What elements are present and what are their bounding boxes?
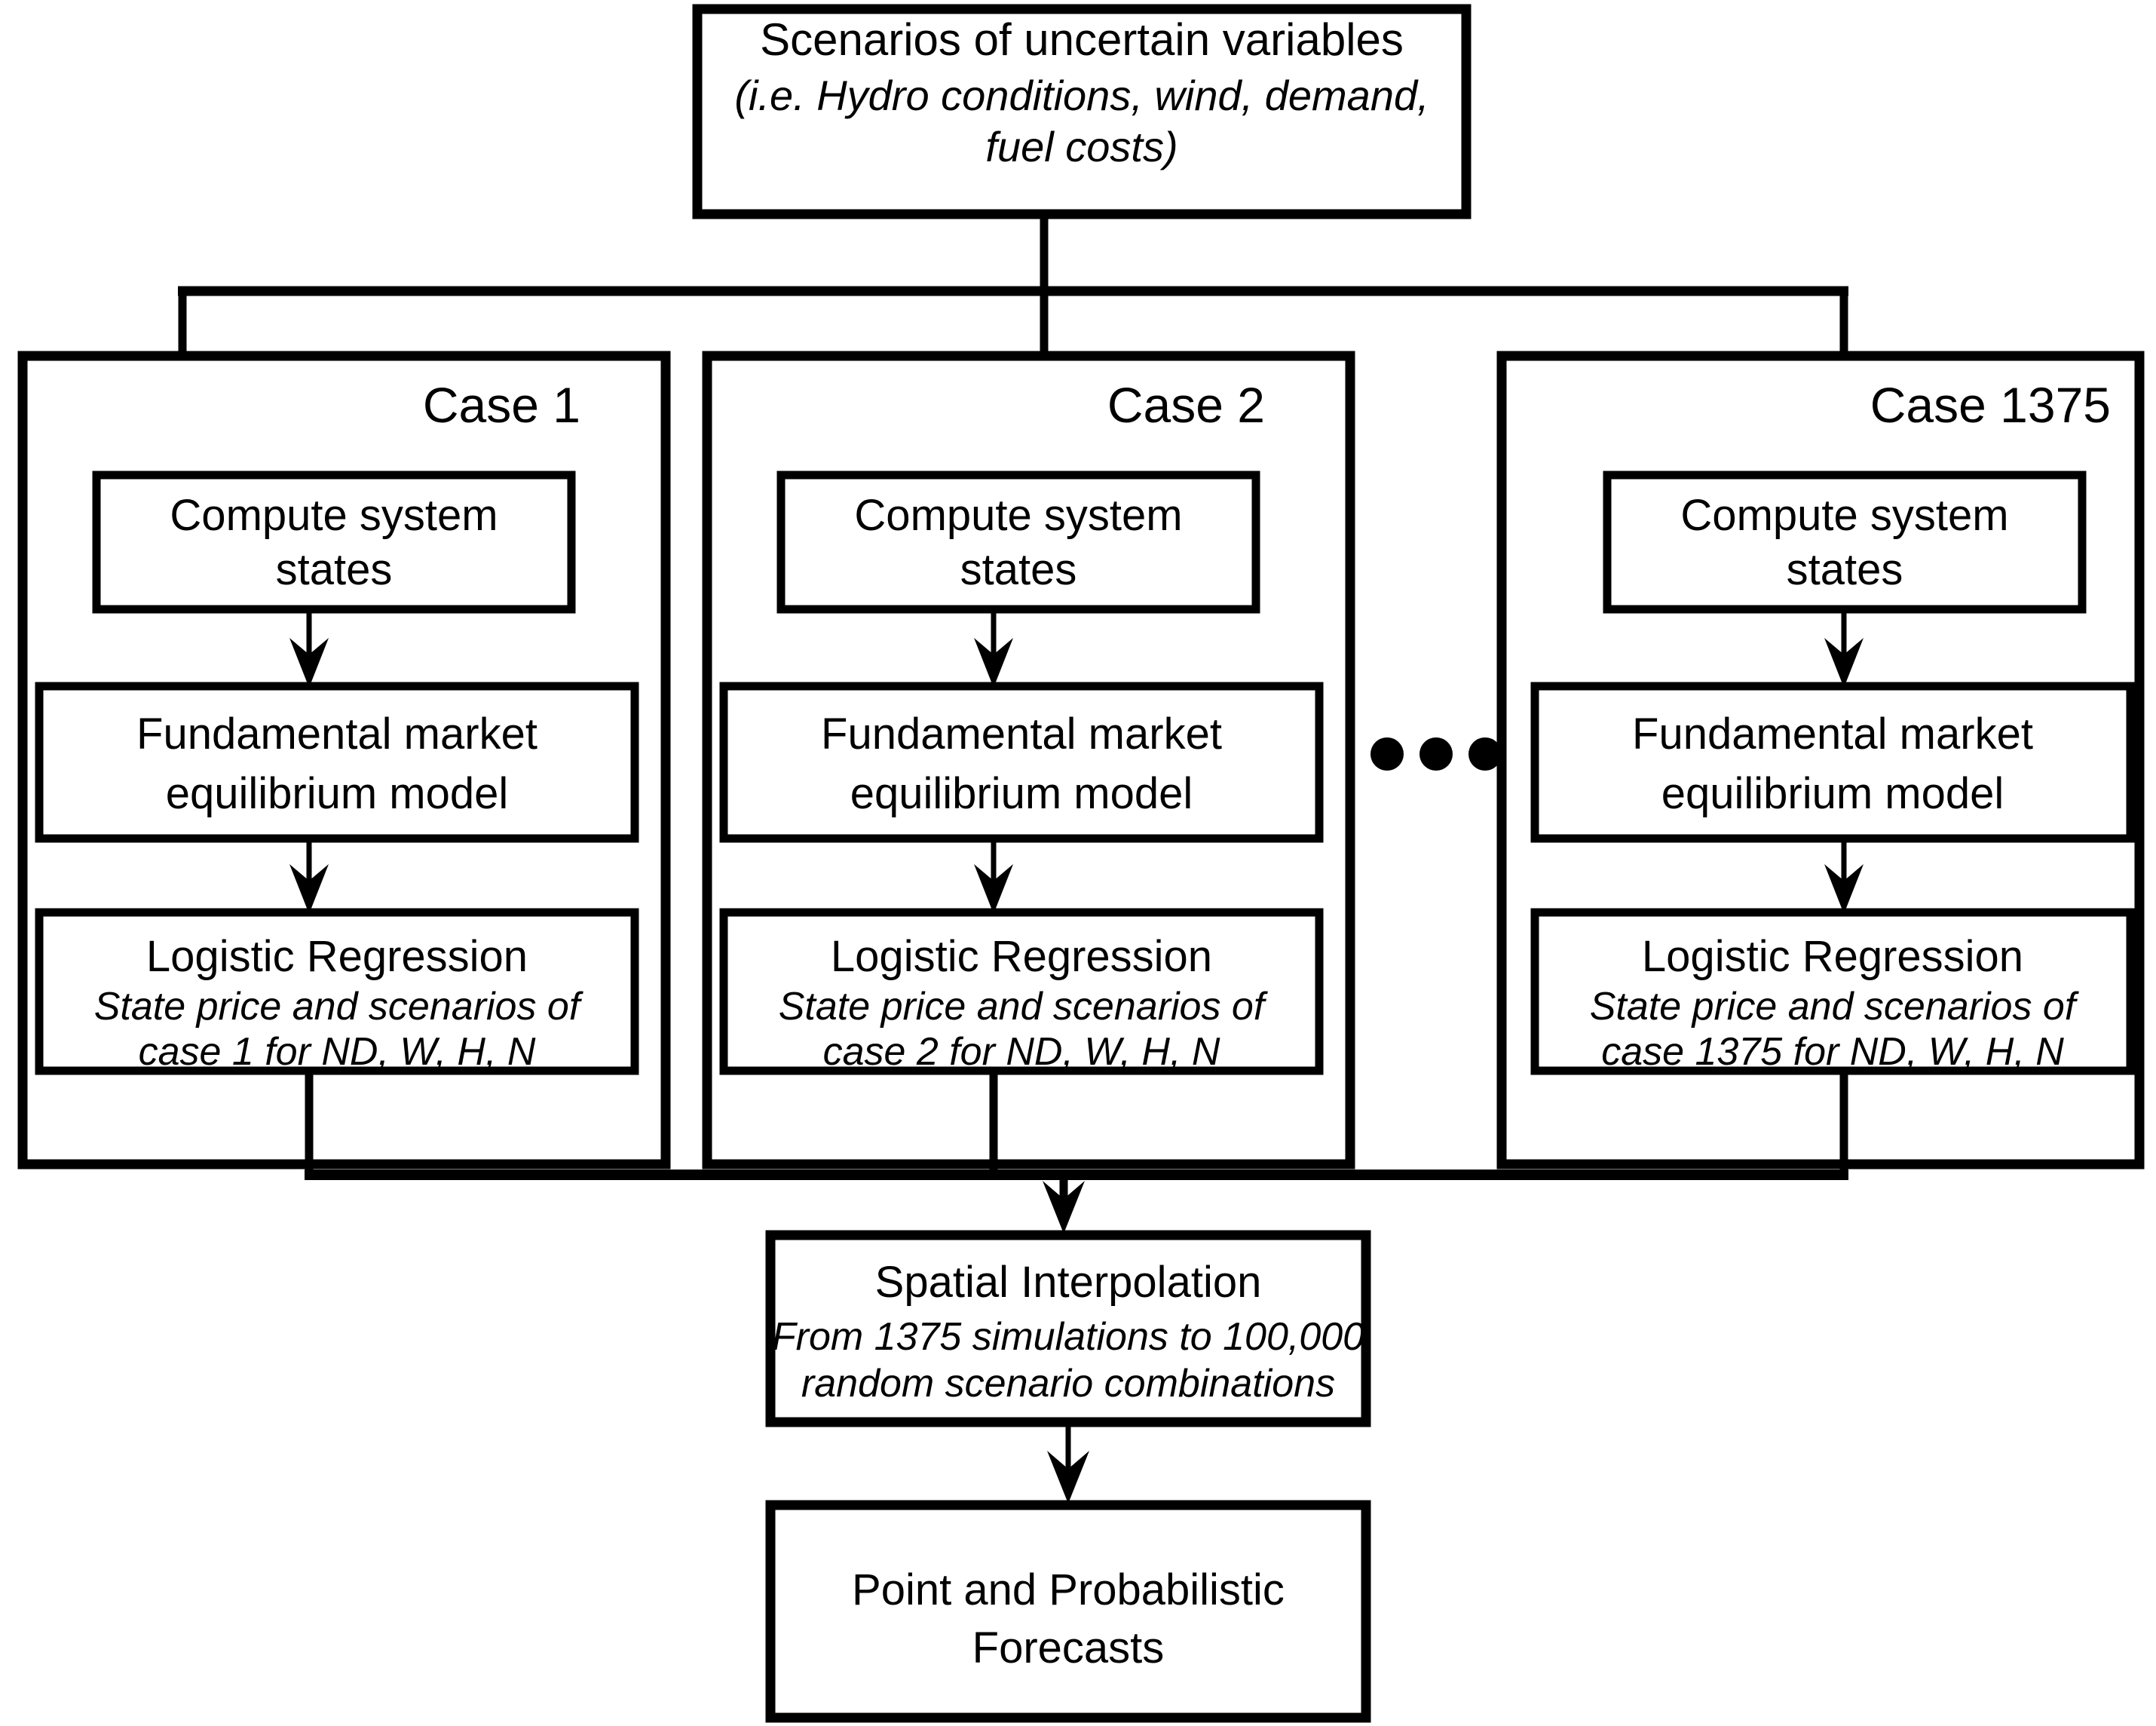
scenarios-box-subtitle-line2: fuel costs) <box>985 123 1178 170</box>
case-1-regression-line1: State price and scenarios of <box>94 985 583 1029</box>
case-container-2[interactable]: Case 2 Compute system states Fundamental… <box>702 351 1355 1175</box>
output-forecasts-outline <box>765 1500 1371 1723</box>
case-1-label: Case 1 <box>423 377 580 433</box>
case-1375-compute-line2: states <box>1787 545 1903 594</box>
case-1375-regression-box[interactable]: Logistic Regression State price and scen… <box>1530 908 2135 1075</box>
spatial-interpolation-title: Spatial Interpolation <box>875 1258 1262 1307</box>
case-container-1375[interactable]: Case 1375 Compute system states Fundamen… <box>1496 351 2145 1175</box>
case-2-compute-box[interactable]: Compute system states <box>776 471 1260 614</box>
spatial-interpolation-box[interactable]: Spatial Interpolation From 1375 simulati… <box>765 1230 1371 1427</box>
case-1-regression-title: Logistic Regression <box>146 932 528 981</box>
spatial-to-output-connector <box>1047 1422 1089 1504</box>
case-1-compute-box[interactable]: Compute system states <box>92 471 576 614</box>
case-1375-model-box-outline <box>1530 682 2135 843</box>
case-1-compute-line1: Compute system <box>170 491 498 540</box>
case-1-model-line1: Fundamental market <box>136 710 537 759</box>
ellipsis-dot-1 <box>1370 737 1404 771</box>
scenarios-box-outline <box>692 4 1472 219</box>
spatial-interpolation-line1: From 1375 simulations to 100,000 <box>772 1315 1364 1359</box>
ellipsis-icon <box>1370 737 1502 771</box>
case-2-compute-line1: Compute system <box>854 491 1182 540</box>
case-2-compute-line2: states <box>960 545 1077 594</box>
ellipsis-dot-2 <box>1419 737 1453 771</box>
output-forecasts-box[interactable]: Point and Probabilistic Forecasts <box>765 1500 1371 1723</box>
scenarios-box-title: Scenarios of uncertain variables <box>760 14 1404 65</box>
case-1375-label: Case 1375 <box>1870 377 2111 433</box>
case-1375-model-box[interactable]: Fundamental market equilibrium model <box>1530 682 2135 843</box>
arrowhead-output-entry <box>1047 1451 1089 1504</box>
case-2-label: Case 2 <box>1107 377 1265 433</box>
case-1-arrowhead-model <box>289 638 329 688</box>
case-2-model-line2: equilibrium model <box>850 769 1193 818</box>
case-1375-regression-box-outline <box>1530 908 2135 1075</box>
spatial-interpolation-line2: random scenario combinations <box>801 1362 1335 1406</box>
case-1-model-box-outline <box>35 682 639 843</box>
case-1375-regression-line1: State price and scenarios of <box>1590 985 2079 1029</box>
case-2-regression-title: Logistic Regression <box>831 932 1212 981</box>
case-2-regression-line1: State price and scenarios of <box>779 985 1268 1029</box>
case-1375-arrowhead-regression <box>1824 864 1864 914</box>
case-2-arrowhead-model <box>974 638 1013 688</box>
case-1-model-box[interactable]: Fundamental market equilibrium model <box>35 682 639 843</box>
case-1375-arrowhead-model <box>1824 638 1864 688</box>
case-1375-compute-line1: Compute system <box>1680 491 2008 540</box>
case-1-compute-line2: states <box>276 545 393 594</box>
case-1-regression-line2: case 1 for ND, W, H, N <box>139 1030 536 1074</box>
case-1-regression-box[interactable]: Logistic Regression State price and scen… <box>35 908 639 1075</box>
case-2-regression-box[interactable]: Logistic Regression State price and scen… <box>719 908 1324 1075</box>
case-1-compute-box-outline <box>92 471 576 614</box>
bottom-convergence-connector <box>305 1170 1848 1234</box>
case-2-compute-box-outline <box>776 471 1260 614</box>
output-forecasts-line1: Point and Probabilistic <box>852 1565 1285 1614</box>
case-2-regression-box-outline <box>719 908 1324 1075</box>
case-2-model-box-outline <box>719 682 1324 843</box>
case-1375-model-line2: equilibrium model <box>1661 769 2004 818</box>
case-container-1[interactable]: Case 1 Compute system states Fundamental… <box>17 351 671 1175</box>
case-1375-model-line1: Fundamental market <box>1632 710 2033 759</box>
case-1-regression-box-outline <box>35 908 639 1075</box>
case-2-model-line1: Fundamental market <box>821 710 1222 759</box>
case-1-arrowhead-regression <box>289 864 329 914</box>
scenarios-box: Scenarios of uncertain variables (i.e. H… <box>692 4 1472 219</box>
case-2-arrowhead-regression <box>974 864 1013 914</box>
scenarios-box-subtitle-line1: (i.e. Hydro conditions, wind, demand, <box>734 72 1429 119</box>
case-1375-compute-box[interactable]: Compute system states <box>1603 471 2087 614</box>
output-forecasts-line2: Forecasts <box>972 1623 1165 1672</box>
case-2-model-box[interactable]: Fundamental market equilibrium model <box>719 682 1324 843</box>
case-1-model-line2: equilibrium model <box>166 769 509 818</box>
case-1375-regression-line2: case 1375 for ND, W, H, N <box>1601 1030 2064 1074</box>
case-1375-regression-title: Logistic Regression <box>1642 932 2023 981</box>
ellipsis-dot-3 <box>1468 737 1502 771</box>
spatial-interpolation-outline <box>765 1230 1371 1427</box>
case-2-regression-line2: case 2 for ND, W, H, N <box>823 1030 1220 1074</box>
arrowhead-spatial-entry <box>1043 1181 1085 1234</box>
